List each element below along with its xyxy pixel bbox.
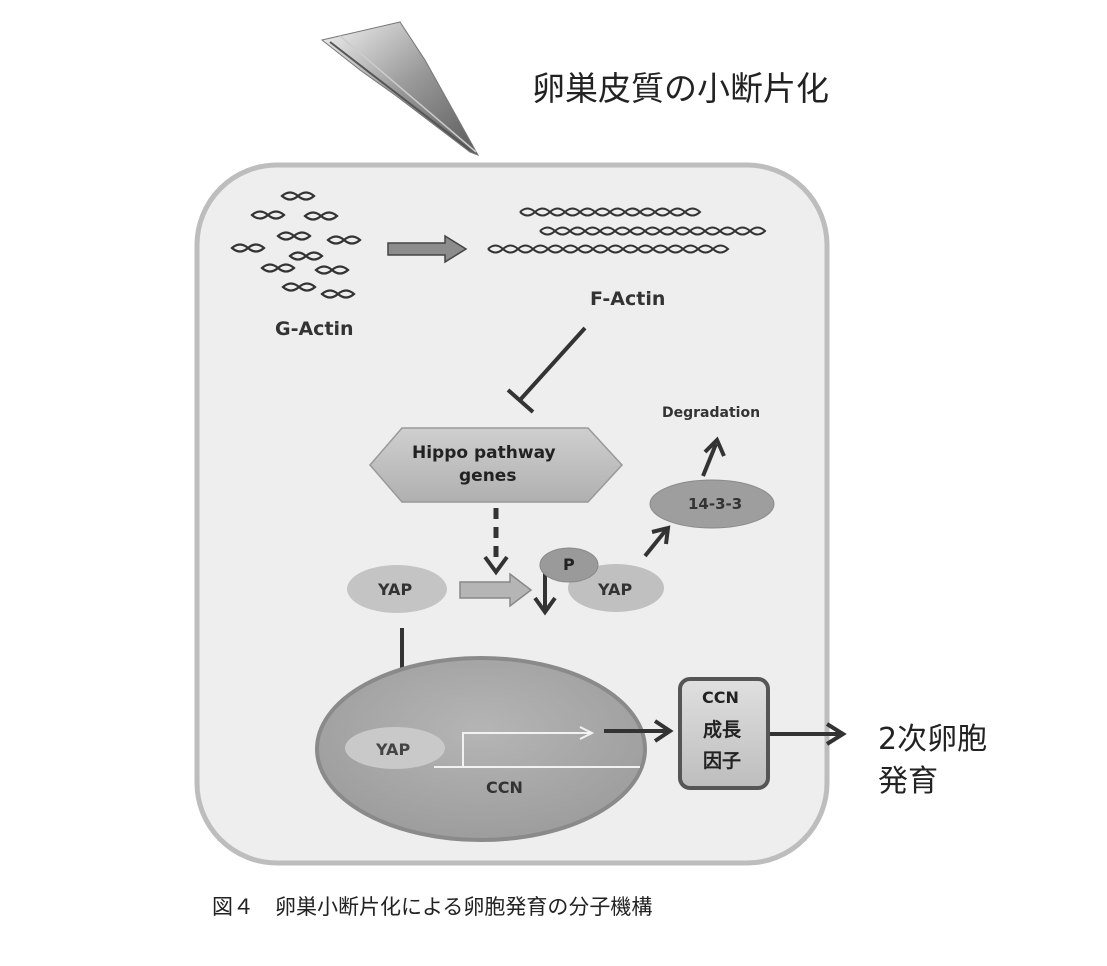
yap-cytoplasm-node xyxy=(347,565,447,613)
hippo-label-line1: Hippo pathway xyxy=(412,443,556,463)
yap-nucleus-label: YAP xyxy=(376,740,411,759)
f-actin-label: F-Actin xyxy=(590,288,666,310)
f-actin-filaments xyxy=(487,207,767,254)
ccn-gene-label: CCN xyxy=(486,778,523,797)
yap-phospho-node xyxy=(568,564,664,612)
g-actin-monomers xyxy=(230,191,362,299)
ccn-factor-box xyxy=(678,677,770,790)
hippo-label-line2: genes xyxy=(459,466,517,486)
g-actin-label: G-Actin xyxy=(275,318,354,340)
phosphate-label: P xyxy=(563,555,575,574)
arrow-to-14-3-3 xyxy=(643,525,671,558)
polymerization-arrow xyxy=(387,234,468,264)
protein-14-3-3-node xyxy=(649,479,775,529)
hippo-pathway-node xyxy=(369,427,624,503)
yap-nucleus-node xyxy=(345,727,445,769)
scalpel-icon xyxy=(320,21,480,156)
nucleus xyxy=(315,656,647,842)
phosphate-node xyxy=(539,547,599,583)
protein-14-3-3-label: 14-3-3 xyxy=(688,495,743,513)
outcome-line1: 2次卵胞 xyxy=(878,722,988,757)
arrow-to-ccn-factor xyxy=(604,719,674,743)
figure-title: 卵巣皮質の小断片化 xyxy=(532,69,829,108)
ccn-factor-line3: 因子 xyxy=(703,750,742,772)
cell-outline xyxy=(194,162,830,866)
outcome-line2: 発育 xyxy=(878,764,938,799)
arrow-to-degradation xyxy=(701,436,726,477)
inhibition-arrow xyxy=(506,326,587,414)
dashed-arrow-head xyxy=(483,555,509,576)
ccn-factor-line1: CCN xyxy=(702,688,739,707)
yap-cytoplasm-label: YAP xyxy=(378,580,413,599)
ccn-factor-line2: 成長 xyxy=(703,719,742,741)
arrow-to-outcome xyxy=(770,722,847,746)
figure-caption: 図４ 卵巣小断片化による卵胞発育の分子機構 xyxy=(212,895,653,919)
yap-phospho-label: YAP xyxy=(598,580,633,599)
ccn-gene-line xyxy=(434,726,640,768)
phosphorylation-arrow xyxy=(459,572,533,608)
degradation-label: Degradation xyxy=(662,405,761,421)
